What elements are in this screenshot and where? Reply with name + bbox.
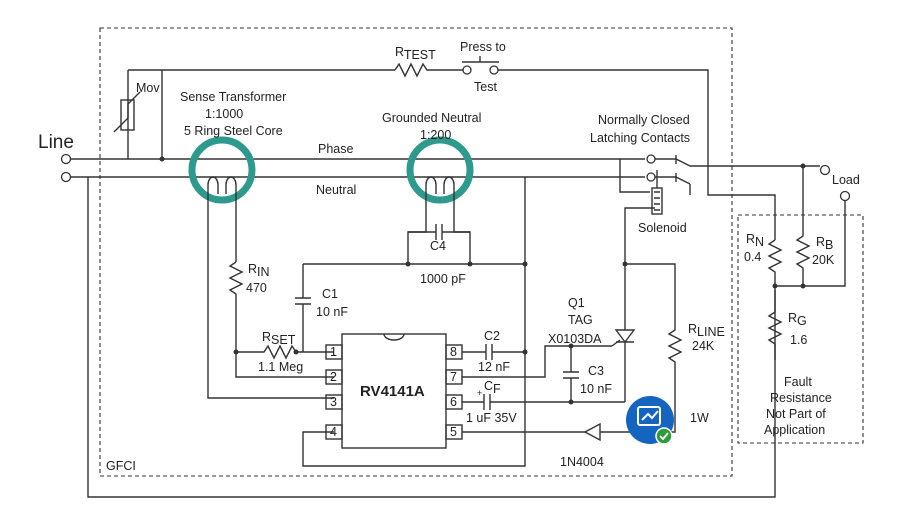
- r-b-label: RB: [816, 235, 833, 252]
- ic-rv4141a: [341, 333, 447, 449]
- sense-sec-wire-3: [207, 194, 334, 399]
- line-neutral-terminal: [60, 171, 72, 183]
- grounded-neutral-ratio: 1:200: [420, 128, 451, 142]
- phase-label: Phase: [318, 142, 353, 156]
- c1-label: C1: [322, 287, 338, 301]
- line-phase-terminal: [60, 153, 72, 165]
- r-set-value: 1.1 Meg: [258, 360, 303, 374]
- q1-label: Q1: [568, 296, 585, 310]
- svg-text:+: +: [477, 388, 482, 398]
- contacts-label-1: Normally Closed: [598, 113, 690, 127]
- gn-sec-left: [407, 194, 427, 264]
- neutral-label: Neutral: [316, 183, 356, 197]
- c2-capacitor: [462, 344, 525, 360]
- r-in-label: RIN: [248, 262, 270, 279]
- load-neutral-wire: [775, 201, 846, 287]
- load-phase-terminal: [819, 164, 831, 176]
- cf-label: CF: [484, 379, 501, 396]
- r-test-resistor: [394, 62, 463, 78]
- r-in-value: 470: [246, 281, 267, 295]
- r-n-value: 0.4: [744, 250, 761, 264]
- ic-pin-5: 5: [450, 425, 457, 439]
- grounded-neutral-title: Grounded Neutral: [382, 111, 481, 125]
- r-n-resistor: [767, 239, 783, 286]
- ic-notch: [383, 333, 405, 341]
- c4-label: C4: [430, 239, 446, 253]
- line-label: Line: [38, 132, 74, 153]
- fault-note-2: Resistance: [770, 391, 832, 405]
- q1-part: X0103DA: [548, 332, 602, 346]
- load-neutral-terminal: [839, 190, 851, 202]
- solenoid-label: Solenoid: [638, 221, 687, 235]
- r-line-resistor: [625, 263, 683, 370]
- ic-name: RV4141A: [360, 383, 425, 400]
- c3-label: C3: [588, 364, 604, 378]
- r-set-resistor: [236, 344, 334, 360]
- r-b-resistor: [795, 166, 811, 286]
- q1-type: TAG: [568, 313, 593, 327]
- ic-pin-1: 1: [330, 345, 337, 359]
- diode-label: 1N4004: [560, 455, 604, 469]
- load-label: Load: [832, 173, 860, 187]
- chart-check-icon[interactable]: [626, 396, 674, 445]
- mov-label: Mov: [136, 81, 160, 95]
- sense-transformer-ratio: 1:1000: [205, 107, 243, 121]
- mov-varistor: [113, 70, 141, 159]
- cf-value: 1 uF 35V: [466, 411, 517, 425]
- r-g-resistor: [767, 286, 783, 360]
- grounded-neutral-transformer: [406, 136, 474, 204]
- r-g-value: 1.6: [790, 333, 807, 347]
- c1-value: 10 nF: [316, 305, 348, 319]
- ic-pin-2: 2: [330, 370, 337, 384]
- latching-contacts: [619, 154, 691, 193]
- r-n-label: RN: [746, 232, 764, 249]
- c4-capacitor: [408, 224, 470, 240]
- r-g-label: RG: [788, 311, 807, 328]
- sense-transformer-core: 5 Ring Steel Core: [184, 124, 283, 138]
- test-return-wire: [498, 69, 776, 240]
- fault-note-4: Application: [764, 423, 825, 437]
- c3-capacitor: [563, 346, 579, 402]
- pin2-wire: [235, 352, 334, 378]
- solenoid: [624, 170, 663, 264]
- gn-sec-right: [453, 194, 471, 264]
- cf-capacitor: [462, 394, 625, 410]
- ground-return-wire: [87, 177, 776, 498]
- ic-pin-6: 6: [450, 395, 457, 409]
- c2-label: C2: [484, 329, 500, 343]
- fault-note-1: Fault: [784, 375, 812, 389]
- contacts-label-2: Latching Contacts: [590, 131, 690, 145]
- gfci-boundary: [99, 27, 733, 477]
- ic-pin-7: 7: [450, 370, 457, 384]
- r-in-resistor: [228, 261, 244, 352]
- q1-scr: [611, 264, 636, 402]
- r-line-label: RLINE: [688, 322, 725, 339]
- r-set-label: RSET: [262, 330, 296, 347]
- sense-transformer-title: Sense Transformer: [180, 90, 286, 104]
- gfci-label: GFCI: [106, 459, 136, 473]
- ic-pin-4: 4: [330, 425, 337, 439]
- test-pushbutton: [462, 56, 499, 75]
- diode-1n4004: [462, 370, 676, 442]
- c1-capacitor: [295, 264, 311, 312]
- fault-boundary: [737, 214, 864, 444]
- ic-pin-3: 3: [330, 395, 337, 409]
- press-to-label: Press to: [460, 40, 506, 54]
- r-line-power: 1W: [690, 411, 709, 425]
- c2-value: 12 nF: [478, 360, 510, 374]
- c3-value: 10 nF: [580, 382, 612, 396]
- r-test-label: RTEST: [395, 45, 436, 62]
- r-line-value: 24K: [692, 339, 715, 353]
- test-label: Test: [474, 80, 497, 94]
- gate-wire: [462, 345, 612, 378]
- c4-value: 1000 pF: [420, 272, 466, 286]
- sense-transformer: [188, 136, 256, 204]
- ground-bus-wire: [302, 177, 526, 467]
- r-b-value: 20K: [812, 253, 835, 267]
- ic-pin-8: 8: [450, 345, 457, 359]
- fault-note-3: Not Part of: [766, 407, 826, 421]
